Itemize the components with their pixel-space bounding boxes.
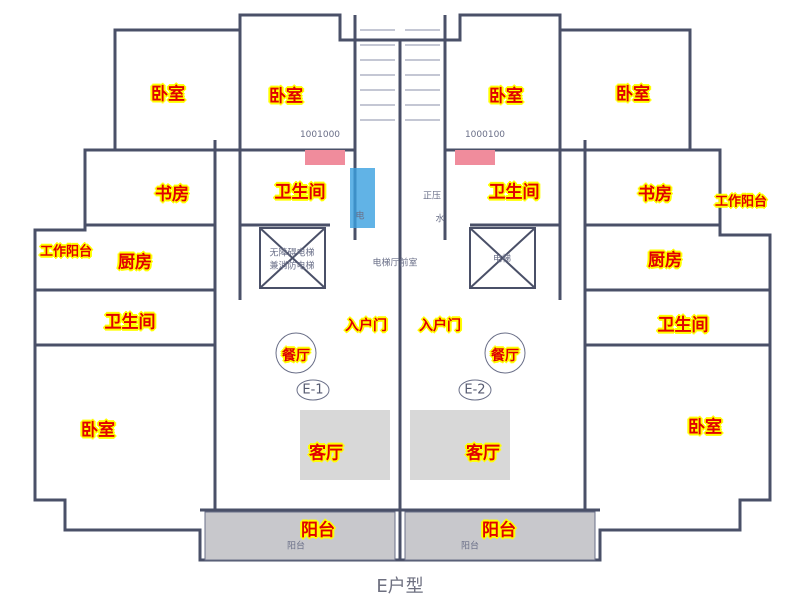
room-label-bathroom: 卫生间 — [274, 182, 326, 203]
unit-marker — [458, 379, 492, 401]
room-label-living: 客厅 — [309, 443, 343, 464]
room-label-bathroom: 卫生间 — [104, 312, 156, 333]
room-label-work-balcony: 工作阳台 — [39, 244, 93, 260]
unit-label: E-2 — [464, 382, 486, 398]
room-label-study: 书房 — [155, 184, 189, 205]
electric-shaft-note: 电 — [355, 211, 365, 222]
room-label-kitchen: 厨房 — [648, 250, 682, 271]
plan-title: E户型 — [376, 576, 424, 597]
balcony-note: 阳台 — [286, 541, 306, 552]
room-label-living: 客厅 — [466, 443, 500, 464]
elevator-note: 电梯 — [492, 254, 512, 265]
room-label-entry-door: 入户门 — [419, 318, 461, 334]
room-label-bathroom: 卫生间 — [657, 315, 709, 336]
unit-marker — [296, 379, 330, 401]
room-label-bedroom: 卧室 — [688, 417, 722, 438]
dining-table-left — [275, 332, 317, 374]
sofa-right — [410, 410, 510, 480]
room-label-dining: 餐厅 — [282, 348, 310, 364]
room-label-bedroom: 卧室 — [616, 84, 650, 105]
lobby-note: 电梯厅前室 — [372, 258, 418, 269]
room-label-bedroom: 卧室 — [81, 420, 115, 441]
dimension-note: 1000100 — [464, 130, 506, 140]
dimension-note: 1001000 — [299, 130, 341, 140]
room-label-balcony: 阳台 — [301, 520, 335, 541]
room-label-bedroom: 卧室 — [151, 84, 185, 105]
pressure-shaft-note: 正压 — [422, 191, 442, 202]
elevator-note: 兼消防电梯 — [269, 261, 315, 272]
balcony-left — [204, 511, 396, 561]
room-label-study: 书房 — [638, 184, 672, 205]
elevator-note: 无障碍电梯 — [269, 248, 315, 259]
room-label-balcony: 阳台 — [482, 520, 516, 541]
room-label-bedroom: 卧室 — [489, 86, 523, 107]
shaft-pressure-left — [305, 150, 345, 165]
dining-table-right — [484, 332, 526, 374]
room-label-entry-door: 入户门 — [345, 318, 387, 334]
balcony-right — [404, 511, 596, 561]
room-label-dining: 餐厅 — [491, 348, 519, 364]
room-label-bedroom: 卧室 — [269, 86, 303, 107]
room-label-work-balcony: 工作阳台 — [714, 194, 768, 210]
balcony-note: 阳台 — [460, 541, 480, 552]
shaft-pressure-right — [455, 150, 495, 165]
shaft-electric — [350, 168, 375, 228]
water-shaft-note: 水 — [435, 214, 445, 225]
unit-label: E-1 — [302, 382, 324, 398]
sofa-left — [300, 410, 390, 480]
room-label-kitchen: 厨房 — [118, 252, 152, 273]
room-label-bathroom: 卫生间 — [488, 182, 540, 203]
